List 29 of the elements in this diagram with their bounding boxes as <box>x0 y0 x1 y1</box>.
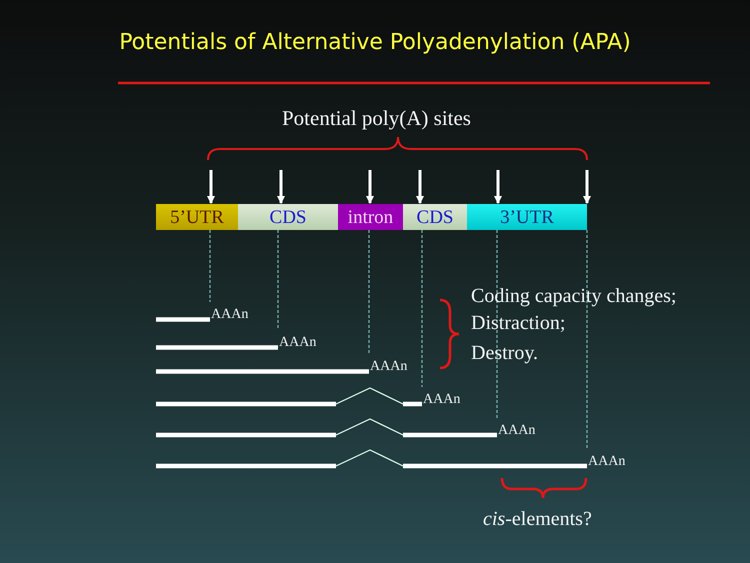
polya-tail-label: AAAn <box>498 423 536 440</box>
polya-tail-label: AAAn <box>279 335 316 352</box>
guide-line <box>421 230 423 387</box>
annotation-text: Distraction; <box>471 312 566 335</box>
arrow <box>416 170 424 204</box>
guide-line <box>496 230 498 418</box>
annotation-text: cis-elements? <box>483 508 592 531</box>
utr-region: 5’UTR <box>156 204 238 230</box>
coding-region: CDS <box>238 204 338 230</box>
guide-line <box>277 230 279 330</box>
arrow <box>277 170 285 204</box>
annotation-text: Coding capacity changes; <box>471 285 676 308</box>
utr-region: 3’UTR <box>467 204 587 230</box>
polya-tail-label: AAAn <box>423 392 460 408</box>
coding-region: CDS <box>403 204 467 230</box>
guide-line <box>586 230 588 449</box>
annotation-text: Potential poly(A) sites <box>282 106 471 130</box>
polya-tail-label: AAAn <box>588 454 626 470</box>
arrow <box>207 170 215 204</box>
slide-title: Potentials of Alternative Polyadenylation (APA) <box>118 30 632 55</box>
guide-line <box>209 230 211 302</box>
annotation-text: Destroy. <box>471 342 538 365</box>
intron-region: intron <box>338 204 403 230</box>
guide-line <box>368 230 370 354</box>
arrow <box>494 170 502 204</box>
polya-tail-label: AAAn <box>370 359 408 376</box>
arrow <box>366 170 374 204</box>
polya-tail-label: AAAn <box>211 307 248 324</box>
arrow <box>583 170 591 204</box>
